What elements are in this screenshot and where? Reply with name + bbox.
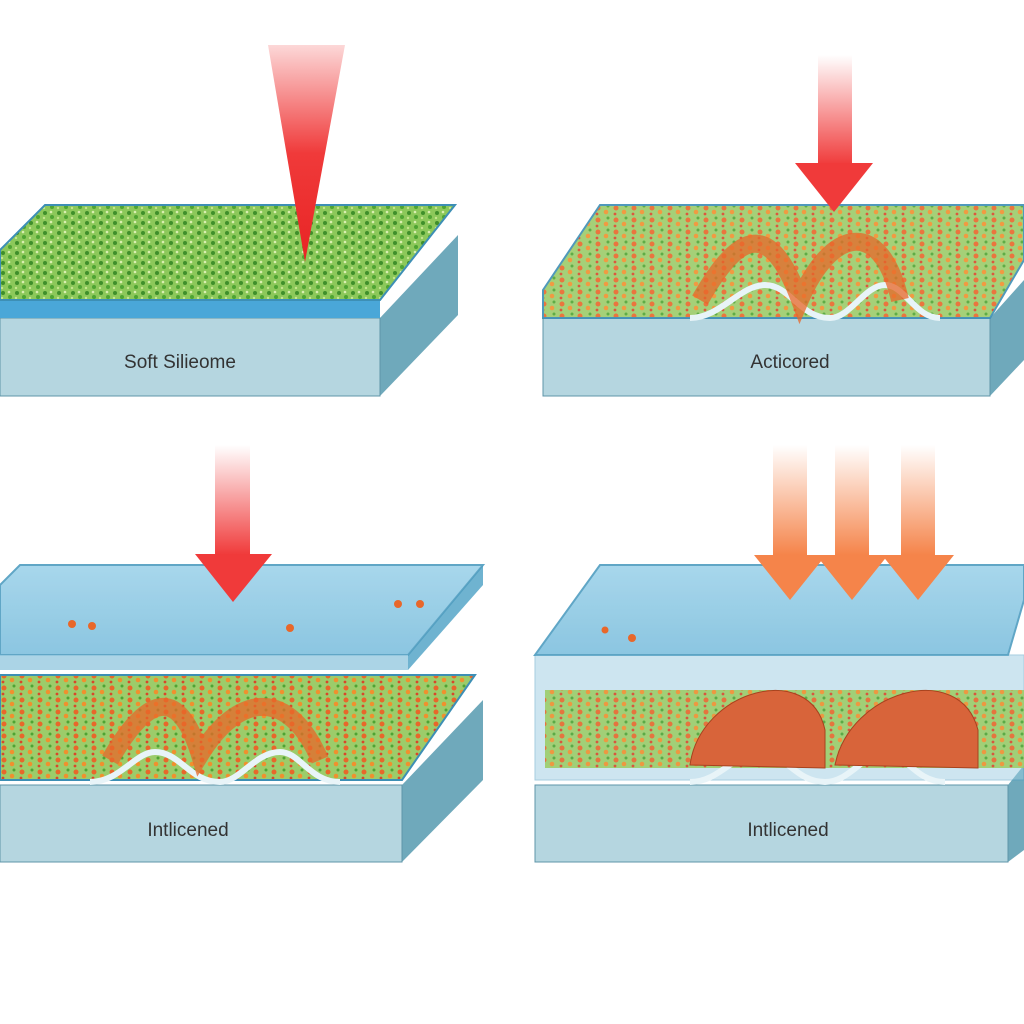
- particle-wave: [692, 232, 909, 325]
- green-layer: [0, 674, 477, 781]
- arrow-head: [754, 555, 826, 600]
- panel-label: Intlicened: [747, 820, 828, 841]
- water-layer-side: [408, 565, 483, 670]
- arrow-head: [195, 554, 272, 602]
- panel-induced-2: Intlicened: [533, 445, 1024, 863]
- particle: [628, 634, 636, 642]
- panel-activated: Acticored: [542, 55, 1024, 397]
- arrow-shaft: [835, 445, 869, 555]
- slab-side: [990, 280, 1024, 396]
- arrow-shaft: [818, 55, 852, 165]
- panel-soft-silicone: Soft Silieome: [0, 45, 458, 397]
- arrow-shaft: [215, 445, 250, 555]
- arrow-head: [816, 555, 888, 600]
- arrow-shaft: [773, 445, 807, 555]
- particle: [286, 624, 294, 632]
- arrow-head: [795, 163, 873, 212]
- slab-front: [0, 784, 403, 863]
- slab-front: [534, 784, 1009, 863]
- green-layer: [0, 204, 458, 301]
- particle: [394, 600, 402, 608]
- panel-label: Intlicened: [147, 820, 228, 841]
- tapered-arrow: [268, 45, 345, 262]
- dome-1: [689, 690, 826, 769]
- panel-label: Soft Silieome: [124, 352, 236, 373]
- slab-front: [542, 317, 991, 397]
- particle: [416, 600, 424, 608]
- dome-2: [834, 690, 979, 769]
- arrow-head: [882, 555, 954, 600]
- blue-stripe: [0, 300, 380, 318]
- particle: [68, 620, 76, 628]
- triple-arrows: [754, 445, 954, 600]
- particle: [601, 626, 609, 634]
- particle-wave: [102, 697, 329, 777]
- panel-induced-1: Intlicened: [0, 445, 486, 863]
- slab-side: [402, 700, 483, 862]
- particle: [88, 622, 96, 630]
- water-layer: [533, 564, 1024, 656]
- arrow-shaft: [901, 445, 935, 555]
- wave-deformation: [89, 748, 341, 786]
- panel-label: Acticored: [750, 352, 829, 373]
- slab-side: [380, 235, 458, 396]
- water-layer-front: [0, 655, 408, 670]
- slab-side: [1008, 765, 1024, 862]
